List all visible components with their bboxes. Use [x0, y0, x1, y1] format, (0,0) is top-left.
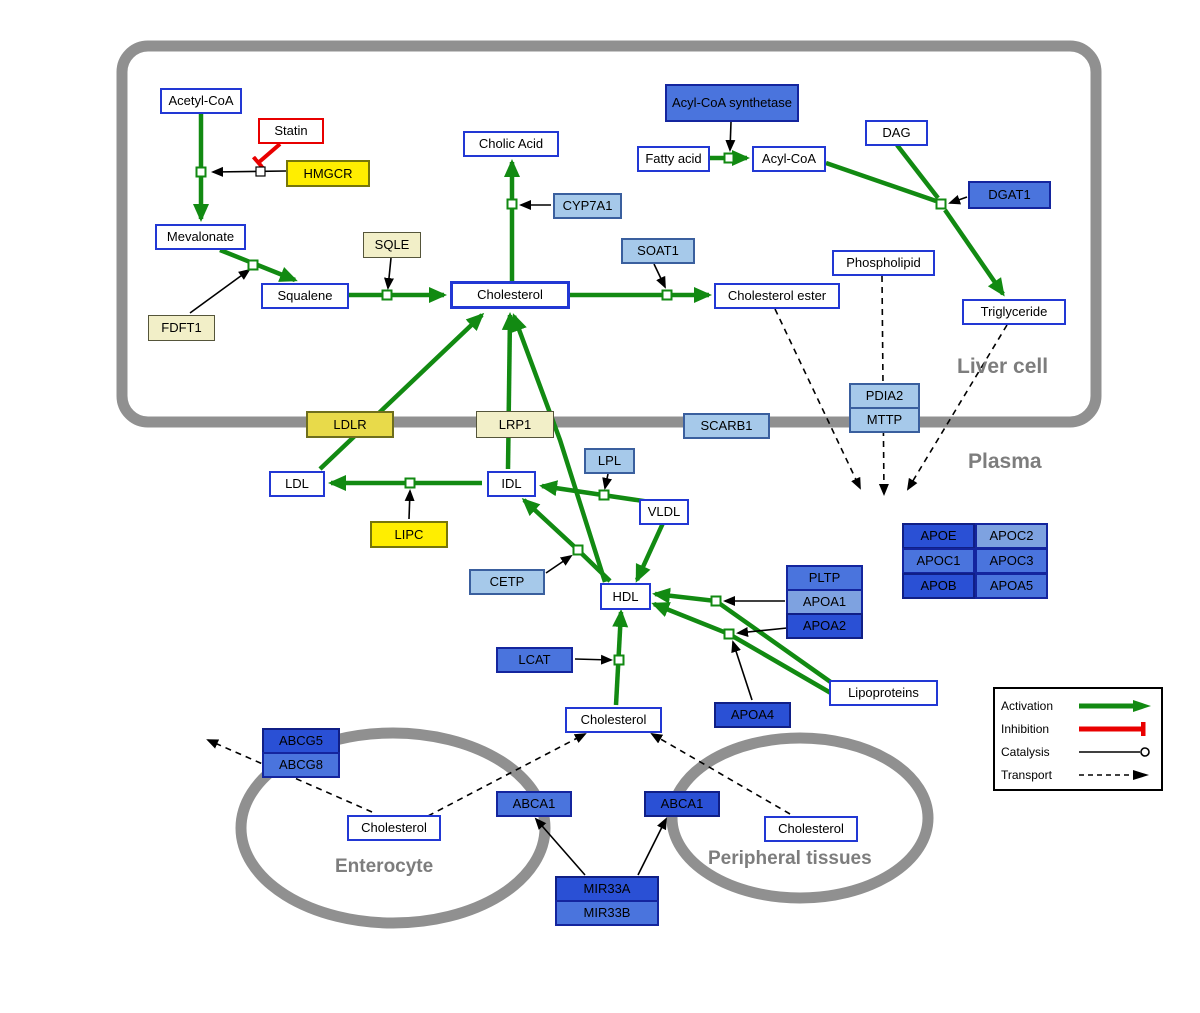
node-dag[interactable]: DAG	[865, 120, 928, 146]
node-apoa2[interactable]: APOA2	[786, 613, 863, 639]
node-apob[interactable]: APOB	[902, 573, 975, 599]
plasma-label: Plasma	[968, 450, 1042, 473]
liver-cell-membrane	[116, 40, 1102, 428]
node-triglyceride[interactable]: Triglyceride	[962, 299, 1066, 325]
node-cholic-acid[interactable]: Cholic Acid	[463, 131, 559, 157]
transport-dashed-arrow-icon	[1079, 769, 1149, 780]
node-cholesterol-enterocyte[interactable]: Cholesterol	[347, 815, 441, 841]
legend-transport-label: Transport	[1001, 767, 1052, 782]
node-hmgcr[interactable]: HMGCR	[286, 160, 370, 187]
node-dgat1[interactable]: DGAT1	[968, 181, 1051, 209]
legend-inhibition-label: Inhibition	[1001, 721, 1050, 736]
catalysis-circle-icon	[1079, 746, 1150, 757]
inhibition-edge	[251, 142, 282, 170]
legend-activation-label: Activation	[1001, 698, 1054, 713]
node-pdia2[interactable]: PDIA2	[849, 383, 920, 409]
node-mir33a[interactable]: MIR33A	[555, 876, 659, 902]
node-lipc[interactable]: LIPC	[370, 521, 448, 548]
node-phospholipid[interactable]: Phospholipid	[832, 250, 935, 276]
node-lipoproteins[interactable]: Lipoproteins	[829, 680, 938, 706]
node-apoa4[interactable]: APOA4	[714, 702, 791, 728]
node-mevalonate[interactable]: Mevalonate	[155, 224, 246, 250]
node-ldl[interactable]: LDL	[269, 471, 325, 497]
catalysis-edges	[189, 121, 968, 876]
node-abca1-right[interactable]: ABCA1	[644, 791, 720, 817]
node-idl[interactable]: IDL	[487, 471, 536, 497]
node-lcat[interactable]: LCAT	[496, 647, 573, 673]
node-apoc3[interactable]: APOC3	[975, 548, 1048, 574]
node-apoa1[interactable]: APOA1	[786, 589, 863, 615]
legend-transport-row: Transport	[1001, 763, 1155, 786]
node-squalene[interactable]: Squalene	[261, 283, 349, 309]
node-mir33b[interactable]: MIR33B	[555, 900, 659, 926]
node-soat1[interactable]: SOAT1	[621, 238, 695, 264]
node-lpl[interactable]: LPL	[584, 448, 635, 474]
catalysis-site-marker	[255, 166, 266, 177]
peripheral-tissues-membrane	[666, 732, 934, 904]
node-fatty-acid[interactable]: Fatty acid	[637, 146, 710, 172]
node-apoc1[interactable]: APOC1	[902, 548, 975, 574]
legend-catalysis-label: Catalysis	[1001, 744, 1050, 759]
legend: Activation Inhibition Catalysis Transpor…	[993, 687, 1163, 791]
peripheral-tissues-label: Peripheral tissues	[708, 848, 872, 869]
node-cetp[interactable]: CETP	[469, 569, 545, 595]
node-cholesterol-plasma[interactable]: Cholesterol	[565, 707, 662, 733]
node-acetyl-coa[interactable]: Acetyl-CoA	[160, 88, 242, 114]
enterocyte-label: Enterocyte	[335, 856, 434, 877]
inhibition-tbar-icon	[1079, 721, 1146, 736]
legend-catalysis-row: Catalysis	[1001, 740, 1155, 763]
legend-activation-row: Activation	[1001, 694, 1155, 717]
node-statin[interactable]: Statin	[258, 118, 324, 144]
node-fdft1[interactable]: FDFT1	[148, 315, 215, 341]
node-cholesterol-liver[interactable]: Cholesterol	[450, 281, 570, 309]
node-pltp[interactable]: PLTP	[786, 565, 863, 591]
node-vldl[interactable]: VLDL	[639, 499, 689, 525]
node-sqle[interactable]: SQLE	[363, 232, 421, 258]
node-cholesterol-peripheral[interactable]: Cholesterol	[764, 816, 858, 842]
node-apoa5[interactable]: APOA5	[975, 573, 1048, 599]
node-abca1-left[interactable]: ABCA1	[496, 791, 572, 817]
node-acyl-coa[interactable]: Acyl-CoA	[752, 146, 826, 172]
node-apoc2[interactable]: APOC2	[975, 523, 1048, 549]
node-abcg8[interactable]: ABCG8	[262, 752, 340, 778]
node-scarb1[interactable]: SCARB1	[683, 413, 770, 439]
node-lrp1[interactable]: LRP1	[476, 411, 554, 438]
node-mttp[interactable]: MTTP	[849, 407, 920, 433]
reaction-nodes	[195, 152, 947, 666]
node-apoe[interactable]: APOE	[902, 523, 975, 549]
node-acyl-coa-synthetase[interactable]: Acyl-CoA synthetase	[665, 84, 799, 122]
node-abcg5[interactable]: ABCG5	[262, 728, 340, 754]
node-ldlr[interactable]: LDLR	[306, 411, 394, 438]
activation-arrow-icon	[1079, 699, 1151, 712]
node-cyp7a1[interactable]: CYP7A1	[553, 193, 622, 219]
node-hdl[interactable]: HDL	[600, 583, 651, 610]
legend-inhibition-row: Inhibition	[1001, 717, 1155, 740]
liver-cell-label: Liver cell	[957, 355, 1049, 378]
node-cholesterol-ester[interactable]: Cholesterol ester	[714, 283, 840, 309]
